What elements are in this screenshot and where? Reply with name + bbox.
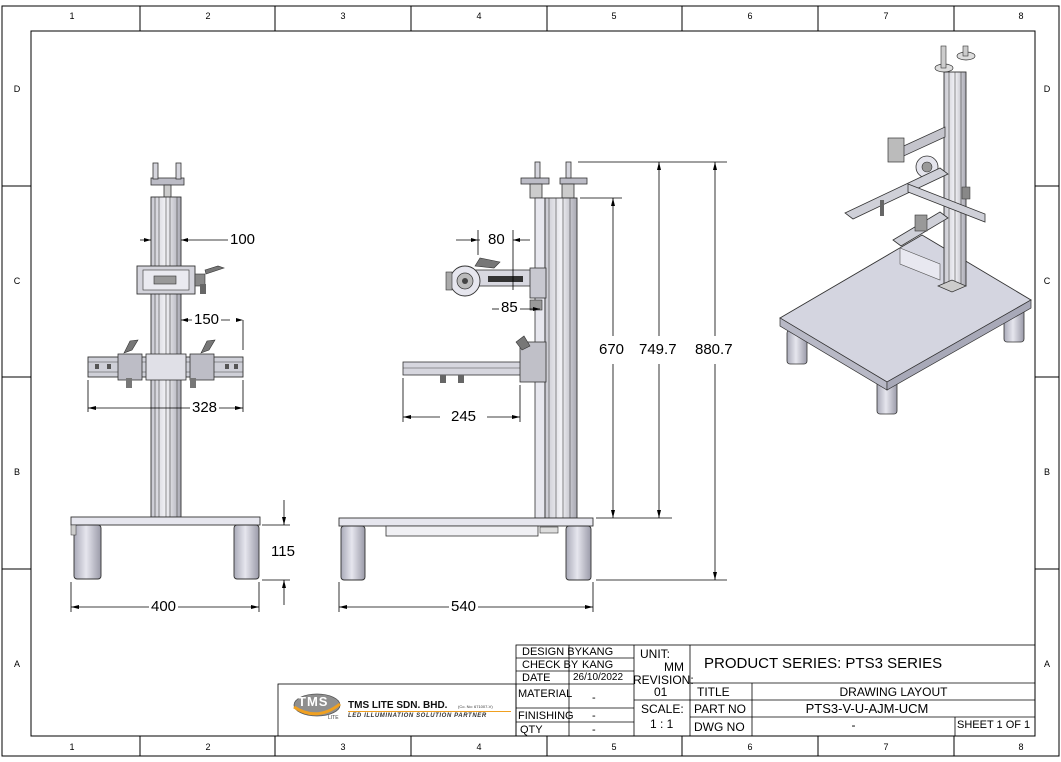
company-registration: (Co. No: 671007-V) <box>458 704 493 709</box>
date-value: 26/10/2022 <box>573 672 624 683</box>
zone-row-a-left: A <box>13 659 20 669</box>
dim-150: 150 <box>192 311 222 328</box>
zone-col-4-top: 4 <box>476 11 482 21</box>
product-series: PRODUCT SERIES: PTS3 SERIES <box>704 655 943 672</box>
zone-col-3-bottom: 3 <box>340 742 346 752</box>
material-value: - <box>592 692 596 704</box>
design-by-label: DESIGN BY <box>522 646 582 658</box>
logo-divider <box>348 711 511 712</box>
zone-row-b-left: B <box>13 467 20 477</box>
scale-value: 1 : 1 <box>650 717 674 731</box>
title-value: DRAWING LAYOUT <box>839 685 948 699</box>
dim-328: 328 <box>190 399 220 416</box>
material-label: MATERIAL <box>518 688 573 700</box>
zone-row-c-left: C <box>13 276 21 286</box>
zone-row-c-right: C <box>1043 276 1051 286</box>
logo-mark: TMS <box>298 694 329 709</box>
dim-100: 100 <box>228 231 258 248</box>
zone-row-d-left: D <box>13 84 21 94</box>
qty-label: QTY <box>520 724 543 736</box>
tms-logo-icon <box>293 693 341 717</box>
dim-540: 540 <box>449 598 479 615</box>
zone-col-6-bottom: 6 <box>747 742 753 752</box>
dim-749-7: 749.7 <box>637 341 679 358</box>
design-by-value: KANG <box>582 646 614 658</box>
zone-col-2-top: 2 <box>205 11 211 21</box>
check-by-label: CHECK BY <box>522 659 579 671</box>
zone-row-b-right: B <box>1043 467 1050 477</box>
zone-col-2-bottom: 2 <box>205 742 211 752</box>
scale-label: SCALE: <box>641 702 684 716</box>
zone-col-4-bottom: 4 <box>476 742 482 752</box>
zone-col-6-top: 6 <box>747 11 753 21</box>
dim-85: 85 <box>499 299 520 316</box>
zone-col-8-bottom: 8 <box>1018 742 1024 752</box>
zone-col-7-bottom: 7 <box>883 742 889 752</box>
company-logo: TMS LITE TMS LITE SDN. BHD. (Co. No: 671… <box>284 690 511 730</box>
revision-value: 01 <box>654 685 668 699</box>
dim-80: 80 <box>486 231 507 248</box>
part-no-value: PTS3-V-U-AJM-UCM <box>805 701 929 716</box>
company-tagline: LED ILLUMINATION SOLUTION PARTNER <box>348 713 487 719</box>
zone-row-d-right: D <box>1043 84 1051 94</box>
dim-880-7: 880.7 <box>693 341 735 358</box>
zone-col-8-top: 8 <box>1018 11 1024 21</box>
date-label: DATE <box>522 672 551 684</box>
revision-label: REVISION: <box>633 673 694 687</box>
dim-400: 400 <box>149 598 179 615</box>
zone-col-1-top: 1 <box>69 11 75 21</box>
dim-115: 115 <box>269 543 297 560</box>
dwg-no-value: - <box>851 718 856 732</box>
zone-col-5-top: 5 <box>611 11 617 21</box>
part-no-label: PART NO <box>694 702 747 716</box>
zone-col-5-bottom: 5 <box>611 742 617 752</box>
dim-670: 670 <box>597 341 627 358</box>
zone-row-a-right: A <box>1043 659 1050 669</box>
zone-col-1-bottom: 1 <box>69 742 75 752</box>
qty-value: - <box>592 724 596 736</box>
company-name: TMS LITE SDN. BHD. <box>348 700 448 711</box>
finishing-value: - <box>592 710 596 722</box>
finishing-label: FINISHING <box>518 710 574 722</box>
unit-label: UNIT: <box>640 647 670 661</box>
zone-col-3-top: 3 <box>340 11 346 21</box>
title-label: TITLE <box>697 685 730 699</box>
logo-mark-sub: LITE <box>328 715 339 721</box>
check-by-value: KANG <box>582 659 614 671</box>
sheet-number: SHEET 1 OF 1 <box>957 719 1031 731</box>
dim-245: 245 <box>449 408 479 425</box>
dwg-no-label: DWG NO <box>694 720 745 734</box>
zone-col-7-top: 7 <box>883 11 889 21</box>
unit-value: MM <box>664 660 684 674</box>
